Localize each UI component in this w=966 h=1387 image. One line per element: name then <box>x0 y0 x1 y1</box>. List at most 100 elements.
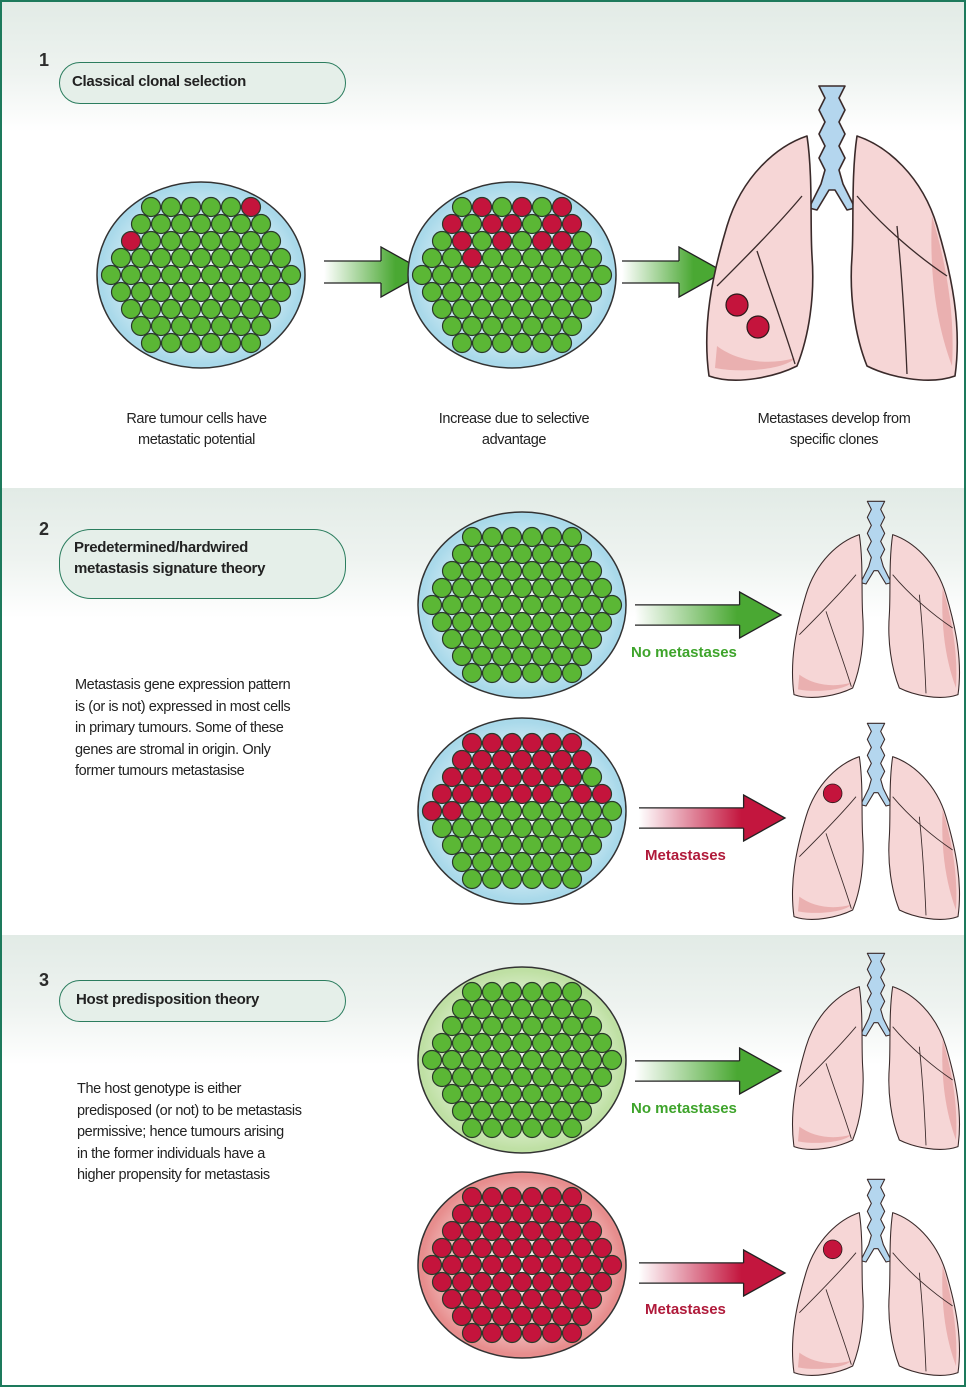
non-metastatic-cell <box>162 300 181 319</box>
metastatic-cell <box>563 215 582 234</box>
metastatic-cell <box>573 1307 592 1326</box>
non-metastatic-cell <box>503 528 522 547</box>
metastatic-cell <box>493 1273 512 1292</box>
non-metastatic-cell <box>553 819 572 838</box>
non-metastatic-cell <box>483 528 502 547</box>
non-metastatic-cell <box>493 579 512 598</box>
non-metastatic-cell <box>212 249 231 268</box>
non-metastatic-cell <box>513 334 532 353</box>
non-metastatic-cell <box>222 232 241 251</box>
non-metastatic-cell <box>543 1119 562 1138</box>
metastatic-cell <box>593 1273 612 1292</box>
non-metastatic-cell <box>573 300 592 319</box>
metastatic-cell <box>543 1222 562 1241</box>
non-metastatic-cell <box>563 1119 582 1138</box>
metastatic-cell <box>453 232 472 251</box>
non-metastatic-cell <box>503 1017 522 1036</box>
metastatic-cell <box>543 1324 562 1343</box>
non-metastatic-cell <box>533 853 552 872</box>
non-metastatic-cell <box>533 613 552 632</box>
non-metastatic-cell <box>463 317 482 336</box>
metastatic-cell <box>553 1307 572 1326</box>
metastatic-cell <box>453 785 472 804</box>
section-1-title-line: Classical clonal selection <box>72 71 246 92</box>
metastatic-cell <box>463 1256 482 1275</box>
non-metastatic-cell <box>503 802 522 821</box>
non-metastatic-cell <box>533 266 552 285</box>
metastatic-cell <box>483 1222 502 1241</box>
non-metastatic-cell <box>593 266 612 285</box>
non-metastatic-cell <box>192 283 211 302</box>
non-metastatic-cell <box>583 802 602 821</box>
non-metastatic-cell <box>483 283 502 302</box>
section-3-number: 3 <box>39 970 49 991</box>
description-line: permissive; hence tumours arising <box>77 1122 302 1144</box>
metastatic-cell <box>443 1290 462 1309</box>
metastatic-cell <box>563 1290 582 1309</box>
metastatic-cell <box>543 215 562 234</box>
non-metastatic-cell <box>222 300 241 319</box>
non-metastatic-cell <box>473 819 492 838</box>
non-metastatic-cell <box>463 1085 482 1104</box>
non-metastatic-cell <box>503 317 522 336</box>
metastatic-cell <box>513 198 532 217</box>
section-2-description: Metastasis gene expression pattern is (o… <box>75 675 290 783</box>
metastatic-cell <box>523 734 542 753</box>
metastatic-cell <box>533 1205 552 1224</box>
metastatic-cell <box>543 768 562 787</box>
description-line: in the former individuals have a <box>77 1144 302 1166</box>
non-metastatic-cell <box>262 300 281 319</box>
metastatic-cell <box>503 1222 522 1241</box>
description-line: in primary tumours. Some of these <box>75 718 290 740</box>
non-metastatic-cell <box>583 249 602 268</box>
non-metastatic-cell <box>493 334 512 353</box>
tumour-disc-green-host <box>416 965 628 1155</box>
metastatic-cell <box>533 751 552 770</box>
non-metastatic-cell <box>583 630 602 649</box>
non-metastatic-cell <box>553 853 572 872</box>
metastasis-spot <box>823 784 842 803</box>
non-metastatic-cell <box>523 664 542 683</box>
metastatic-cell <box>553 1239 572 1258</box>
section-2-title-line: Predetermined/hardwired <box>74 537 265 558</box>
non-metastatic-cell <box>493 1068 512 1087</box>
non-metastatic-cell <box>563 664 582 683</box>
non-metastatic-cell <box>262 232 281 251</box>
metastatic-cell <box>453 1205 472 1224</box>
non-metastatic-cell <box>533 545 552 564</box>
non-metastatic-cell <box>523 215 542 234</box>
metastatic-cell <box>523 768 542 787</box>
non-metastatic-cell <box>493 545 512 564</box>
non-metastatic-cell <box>473 579 492 598</box>
non-metastatic-cell <box>453 300 472 319</box>
metastatic-cell <box>583 1290 602 1309</box>
non-metastatic-cell <box>503 1119 522 1138</box>
description-line: former tumours metastasise <box>75 761 290 783</box>
metastatic-cell <box>563 1324 582 1343</box>
non-metastatic-cell <box>523 870 542 889</box>
non-metastatic-cell <box>463 870 482 889</box>
metastatic-cell <box>543 1256 562 1275</box>
metastatic-cell <box>463 768 482 787</box>
metastatic-cell <box>443 768 462 787</box>
non-metastatic-cell <box>563 249 582 268</box>
metastatic-cell <box>503 1188 522 1207</box>
non-metastatic-cell <box>463 1119 482 1138</box>
non-metastatic-cell <box>523 596 542 615</box>
non-metastatic-cell <box>603 1051 622 1070</box>
non-metastatic-cell <box>463 215 482 234</box>
metastatic-cell <box>523 1324 542 1343</box>
non-metastatic-cell <box>573 1000 592 1019</box>
non-metastatic-cell <box>453 579 472 598</box>
arrow-icon <box>635 592 781 638</box>
lungs-icon <box>786 1170 966 1382</box>
non-metastatic-cell <box>493 1000 512 1019</box>
non-metastatic-cell <box>493 647 512 666</box>
non-metastatic-cell <box>142 266 161 285</box>
non-metastatic-cell <box>503 870 522 889</box>
non-metastatic-cell <box>533 819 552 838</box>
non-metastatic-cell <box>573 1102 592 1121</box>
non-metastatic-cell <box>563 802 582 821</box>
non-metastatic-cell <box>563 836 582 855</box>
